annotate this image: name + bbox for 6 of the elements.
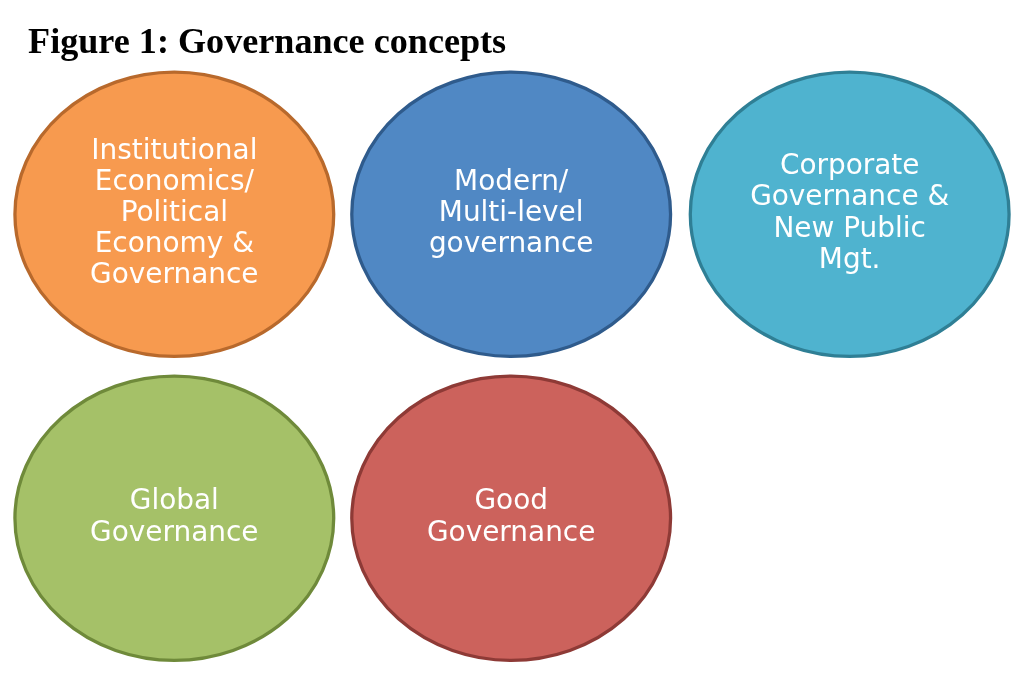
- node-ellipse: Good Governance: [350, 374, 673, 663]
- node-ellipse: Global Governance: [13, 374, 336, 663]
- node-ellipse: Institutional Economics/ Political Economy & Governance: [13, 70, 336, 359]
- node-ellipse: Modern/ Multi-level governance: [350, 70, 673, 359]
- node-ellipse: Corporate Governance & New Public Mgt.: [688, 70, 1011, 359]
- diagram-title: Figure 1: Governance concepts: [28, 21, 507, 62]
